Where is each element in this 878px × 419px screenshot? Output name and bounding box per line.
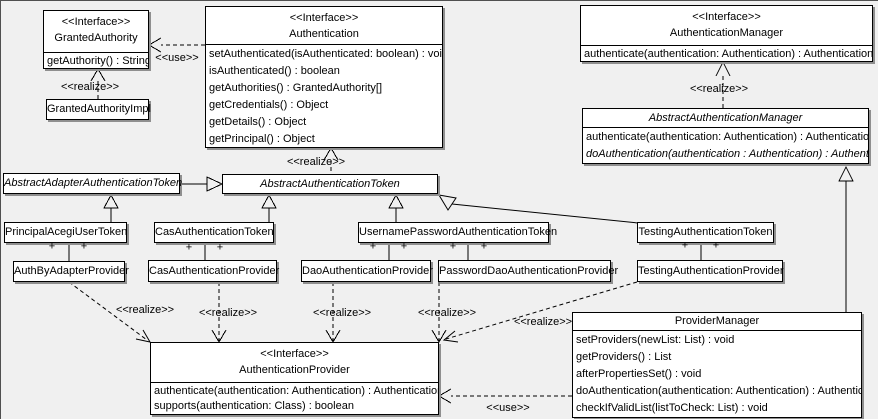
multiplicity-plus: + bbox=[48, 240, 56, 253]
class-authentication-manager: <<Interface>> AuthenticationManager auth… bbox=[580, 5, 873, 62]
class-name: PasswordDaoAuthenticationProvider bbox=[439, 264, 619, 277]
class-authentication-provider: <<Interface>> AuthenticationProvider aut… bbox=[150, 342, 439, 415]
class-name: ProviderManager bbox=[674, 315, 760, 327]
realize-label: <<realize>> bbox=[689, 83, 749, 95]
class-principal-acegi-user-token: PrincipalAcegiUserToken bbox=[4, 222, 127, 243]
class-abstract-adapter-authentication-token: AbstractAdapterAuthenticationToken bbox=[3, 173, 183, 194]
multiplicity-plus: + bbox=[369, 240, 377, 253]
realize-label: <<realize>> bbox=[417, 307, 477, 319]
method: authenticate(authentication: Authenticat… bbox=[586, 130, 868, 143]
multiplicity-plus: + bbox=[80, 240, 88, 253]
method: getPrincipal() : Object bbox=[209, 132, 315, 145]
multiplicity-plus: + bbox=[681, 239, 689, 252]
multiplicity-plus: + bbox=[216, 241, 224, 254]
class-name: AbstractAuthenticationToken bbox=[260, 177, 400, 190]
class-cas-authentication-token: CasAuthenticationToken bbox=[154, 222, 274, 243]
method: setAuthenticated(isAuthenticated: boolea… bbox=[209, 47, 442, 60]
method: checkIfValidList(listToCheck: List) : vo… bbox=[576, 402, 768, 415]
class-name: UsernamePasswordAuthenticationToken bbox=[359, 226, 558, 238]
class-name: AbstractAuthenticationManager bbox=[648, 112, 803, 124]
class-auth-by-adapter-provider: AuthByAdapterProvider bbox=[13, 261, 129, 282]
multiplicity-plus: + bbox=[185, 241, 193, 254]
class-abstract-authentication-manager: AbstractAuthenticationManager authentica… bbox=[582, 108, 869, 164]
generalization-usernamepassword-token-to-abstract-token bbox=[388, 193, 404, 222]
method: authenticate(authentication: Authenticat… bbox=[154, 384, 438, 397]
realize-label: <<realize>> bbox=[198, 307, 258, 319]
class-name: AuthenticationManager bbox=[669, 27, 784, 39]
generalization-provider-manager-to-abstract-manager bbox=[838, 165, 854, 312]
class-name: TestingAuthenticationProvider bbox=[638, 264, 784, 277]
class-name: PrincipalAcegiUserToken bbox=[5, 226, 128, 238]
method: getAuthority() : String bbox=[47, 54, 148, 67]
class-cas-authentication-provider: CasAuthenticationProvider bbox=[148, 260, 280, 282]
class-dao-authentication-provider: DaoAuthenticationProvider bbox=[301, 260, 433, 282]
realize-label: <<realize>> bbox=[115, 304, 175, 316]
generalization-cas-token-to-abstract-token bbox=[261, 193, 277, 222]
use-provider-manager-to-authentication-provider bbox=[438, 388, 572, 404]
method: doAuthentication(authentication : Authen… bbox=[586, 148, 868, 161]
class-testing-authentication-provider: TestingAuthenticationProvider bbox=[637, 260, 784, 282]
generalization-adapter-token-to-abstract-token bbox=[180, 176, 224, 192]
class-provider-manager: ProviderManager setProviders(newList: Li… bbox=[572, 312, 862, 418]
stereotype-label: <<Interface>> bbox=[61, 16, 131, 28]
generalization-principal-to-abstract-adapter-token bbox=[103, 193, 119, 222]
class-name: AuthenticationProvider bbox=[239, 364, 350, 376]
class-name: AuthByAdapterProvider bbox=[14, 265, 129, 277]
class-testing-authentication-token: TestingAuthenticationToken bbox=[637, 222, 774, 243]
realize-passworddao-provider-to-authentication-provider bbox=[431, 282, 447, 343]
use-label: <<use>> bbox=[486, 402, 530, 414]
class-username-password-authentication-token: UsernamePasswordAuthenticationToken bbox=[358, 222, 558, 243]
stereotype-label: <<Interface>> bbox=[289, 12, 359, 24]
realize-abstract-manager-to-authentication-manager bbox=[715, 60, 731, 108]
use-authentication-to-grantedauthority bbox=[148, 37, 205, 53]
realize-label: <<realize>> bbox=[60, 81, 120, 93]
method: supports(authentication: Class) : boolea… bbox=[154, 400, 354, 413]
class-name: AbstractAdapterAuthenticationToken bbox=[4, 177, 183, 189]
multiplicity-plus: + bbox=[400, 240, 408, 253]
method: getDetails() : Object bbox=[209, 115, 307, 128]
class-granted-authority: <<Interface>> GrantedAuthority getAuthor… bbox=[43, 10, 149, 69]
class-name: GrantedAuthorityImpl bbox=[47, 103, 151, 115]
method: afterPropertiesSet() : void bbox=[576, 368, 702, 380]
multiplicity-plus: + bbox=[480, 240, 488, 253]
class-name: CasAuthenticationProvider bbox=[149, 264, 280, 277]
method: getCredentials() : Object bbox=[209, 98, 329, 111]
multiplicity-plus: + bbox=[449, 240, 457, 253]
class-name: TestingAuthenticationToken bbox=[638, 226, 773, 238]
realize-abstract-token-to-authentication bbox=[323, 147, 339, 174]
method: setProviders(newList: List) : void bbox=[576, 333, 735, 346]
method: authenticate(authentication: Authenticat… bbox=[584, 47, 872, 60]
class-name: DaoAuthenticationProvider bbox=[302, 264, 433, 277]
realize-label: <<realize>> bbox=[513, 316, 573, 328]
method: isAuthenticated() : boolean bbox=[209, 64, 340, 77]
method: getAuthorities() : GrantedAuthority[] bbox=[209, 81, 383, 94]
class-name: GrantedAuthority bbox=[54, 32, 138, 44]
class-password-dao-authentication-provider: PasswordDaoAuthenticationProvider bbox=[438, 260, 619, 282]
method: getProviders() : List bbox=[576, 350, 672, 363]
realize-label: <<realize>> bbox=[286, 156, 346, 168]
multiplicity-plus: + bbox=[712, 239, 720, 252]
realize-label: <<realize>> bbox=[312, 307, 372, 319]
realize-grantedauthorityimpl bbox=[90, 68, 106, 99]
class-authentication: <<Interface>> Authentication setAuthenti… bbox=[205, 6, 443, 148]
use-label: <<use>> bbox=[155, 52, 199, 64]
class-abstract-authentication-token: AbstractAuthenticationToken bbox=[222, 174, 438, 194]
stereotype-label: <<Interface>> bbox=[692, 11, 761, 23]
realize-testing-provider-to-authentication-provider bbox=[442, 281, 638, 343]
method: doAuthentication(authentication: Authent… bbox=[576, 385, 861, 398]
class-name: Authentication bbox=[289, 28, 359, 40]
stereotype-label: <<Interface>> bbox=[260, 348, 329, 360]
generalization-testing-token-to-abstract-token bbox=[438, 194, 639, 224]
class-name: CasAuthenticationToken bbox=[155, 226, 274, 238]
class-granted-authority-impl: GrantedAuthorityImpl bbox=[46, 99, 151, 120]
